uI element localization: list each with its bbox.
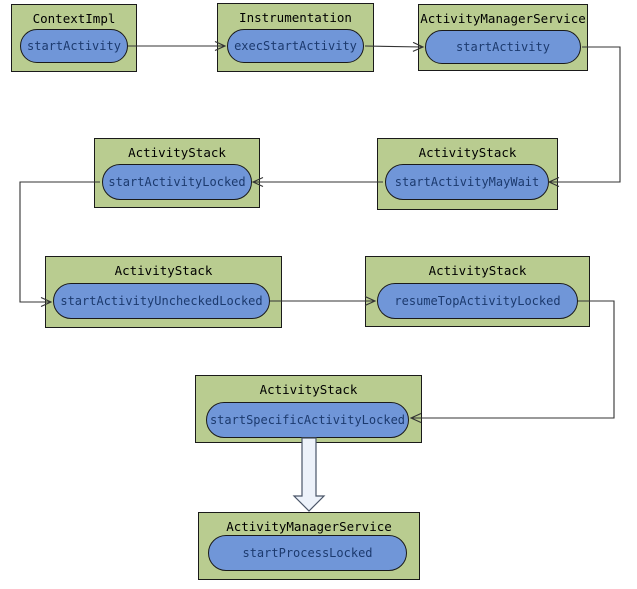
class-title: ActivityStack	[428, 263, 527, 278]
method-label: startActivityMayWait	[394, 175, 540, 189]
node-activity-manager-service-2[interactable]: ActivityManagerService startProcessLocke…	[198, 512, 420, 580]
node-activity-stack-locked[interactable]: ActivityStack startActivityLocked	[94, 138, 260, 208]
class-title: ActivityManagerService	[420, 11, 586, 26]
block-arrow-to-start-process-locked	[292, 437, 326, 512]
method-pill-start-activity-locked[interactable]: startActivityLocked	[102, 164, 252, 200]
method-label: startSpecificActivityLocked	[209, 413, 406, 427]
method-pill-start-activity[interactable]: startActivity	[20, 29, 128, 63]
class-title: ActivityStack	[114, 263, 213, 278]
class-title: Instrumentation	[239, 10, 352, 25]
method-pill-start-specific-activity-locked[interactable]: startSpecificActivityLocked	[206, 402, 409, 438]
class-title: ActivityManagerService	[226, 519, 392, 534]
method-label: startActivity	[456, 40, 550, 54]
method-label: startActivityLocked	[108, 175, 246, 189]
node-activity-stack-unchecked[interactable]: ActivityStack startActivityUncheckedLock…	[45, 256, 282, 328]
method-label: startProcessLocked	[242, 546, 373, 560]
node-context-impl[interactable]: ContextImpl startActivity	[11, 4, 137, 72]
method-pill-start-activity-unchecked-locked[interactable]: startActivityUncheckedLocked	[53, 283, 270, 319]
class-title: ActivityStack	[418, 145, 517, 160]
method-pill-ams-start-activity[interactable]: startActivity	[425, 30, 581, 64]
method-label: resumeTopActivityLocked	[394, 294, 561, 308]
method-pill-exec-start-activity[interactable]: execStartActivity	[227, 29, 364, 63]
class-title: ContextImpl	[32, 11, 116, 26]
method-label: startActivity	[27, 39, 121, 53]
method-pill-resume-top-activity-locked[interactable]: resumeTopActivityLocked	[377, 283, 578, 319]
node-activity-stack-resume[interactable]: ActivityStack resumeTopActivityLocked	[365, 256, 590, 327]
node-instrumentation[interactable]: Instrumentation execStartActivity	[217, 3, 374, 72]
class-title: ActivityStack	[128, 145, 226, 160]
node-activity-stack-specific[interactable]: ActivityStack startSpecificActivityLocke…	[195, 375, 422, 443]
class-title: ActivityStack	[259, 382, 358, 397]
node-activity-manager-service[interactable]: ActivityManagerService startActivity	[418, 4, 588, 71]
method-label: execStartActivity	[234, 39, 357, 53]
method-pill-start-activity-may-wait[interactable]: startActivityMayWait	[385, 164, 549, 200]
method-pill-start-process-locked[interactable]: startProcessLocked	[208, 535, 407, 571]
method-label: startActivityUncheckedLocked	[60, 294, 263, 308]
node-activity-stack-maywait[interactable]: ActivityStack startActivityMayWait	[377, 138, 558, 210]
